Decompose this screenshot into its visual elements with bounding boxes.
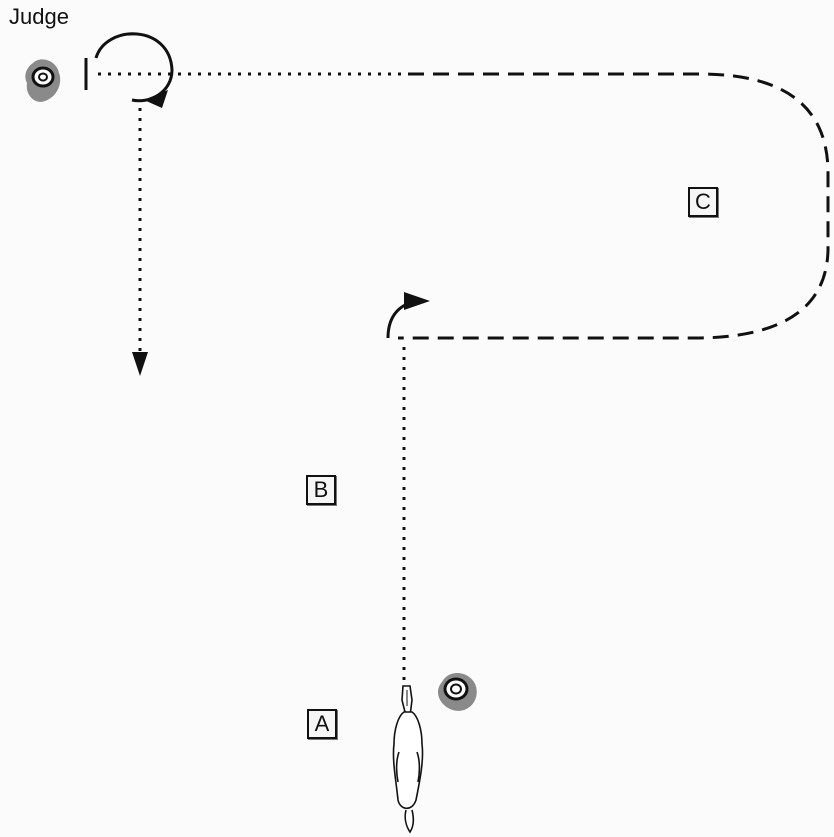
label-a: A bbox=[307, 709, 337, 739]
path-dashed-loop bbox=[398, 72, 830, 340]
horse-icon bbox=[392, 685, 424, 834]
circle-turn bbox=[94, 32, 174, 103]
label-b: B bbox=[306, 475, 336, 505]
turn-arrow-head bbox=[404, 292, 430, 310]
circle-turn-arrow-head bbox=[144, 90, 168, 108]
label-c: C bbox=[688, 187, 718, 217]
judge-label: Judge bbox=[9, 4, 69, 29]
handler-marker-icon bbox=[438, 673, 477, 711]
down-arrow-head bbox=[132, 352, 148, 376]
judge-marker-icon bbox=[25, 59, 61, 102]
